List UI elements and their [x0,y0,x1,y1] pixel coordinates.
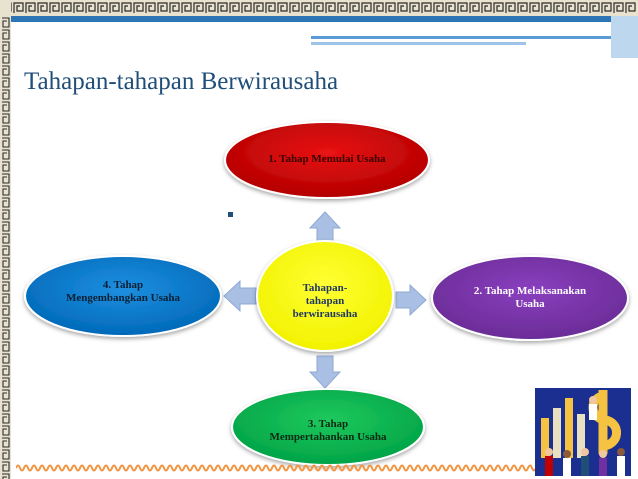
node-center-line-2: tahapan [305,295,345,307]
node-right-ellipse [431,255,629,341]
arrow-left [223,279,257,313]
left-decorative-border [0,0,11,479]
bullet-marker [228,212,233,217]
bottom-decorative-border [16,464,536,472]
slide-title: Tahapan-tahapan Berwirausaha [24,68,339,95]
header-band [11,16,638,58]
arrow-up [308,211,342,245]
node-right-line-2: Usaha [515,298,545,310]
arrow-right [395,283,427,317]
node-left-label: 4. Tahap Mengembangkan Usaha [33,279,213,305]
node-center-line-1: Tahapan- [302,282,348,294]
node-right-line-1: 2. Tahap Melaksanakan [473,285,587,297]
node-center-label: Tahapan- tahapan berwirausaha [265,282,385,321]
node-top-label: 1. Tahap Memulai Usaha [232,153,422,166]
business-clipart-image [535,388,631,476]
node-center-ellipse [256,240,394,352]
node-bottom-ellipse [231,388,425,466]
node-bottom-line-2: Mempertahankan Usaha [269,431,387,443]
node-bottom-line-1: 3. Tahap [307,418,349,430]
node-right-label: 2. Tahap Melaksanakan Usaha [440,285,620,311]
node-left-ellipse [24,255,222,337]
node-left-line-2: Mengembangkan Usaha [66,292,180,304]
node-top-ellipse [224,121,430,199]
arrow-down [308,355,342,389]
node-bottom-label: 3. Tahap Mempertahankan Usaha [238,418,418,444]
node-center-line-3: berwirausaha [292,308,358,320]
node-left-line-1: 4. Tahap [102,279,144,291]
node-top-line-1: 1. Tahap Memulai Usaha [268,153,386,165]
top-decorative-border [0,0,638,16]
